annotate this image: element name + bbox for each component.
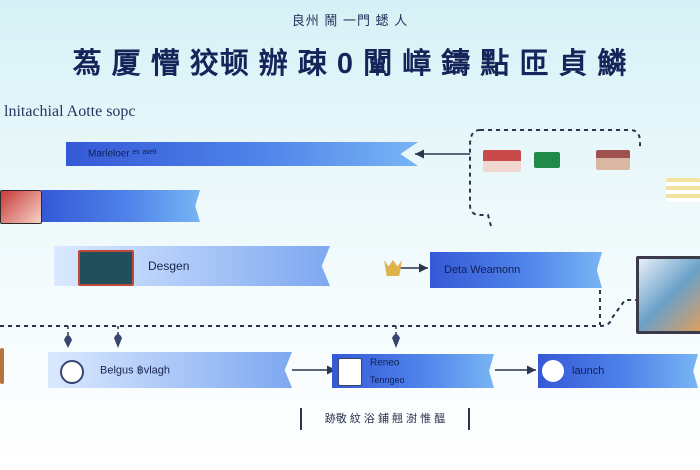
step-design[interactable]: Desgen bbox=[54, 246, 330, 286]
footer-caption: 跡敬 紋 浴 鋪 翹 澍 惟 醞 bbox=[300, 408, 470, 430]
building-icon bbox=[596, 150, 630, 170]
footer-caption-text: 跡敬 紋 浴 鋪 翹 澍 惟 醞 bbox=[324, 413, 446, 425]
step-deta[interactable]: Deta Weamonn bbox=[430, 252, 602, 288]
step-launch-label: launch bbox=[572, 365, 605, 377]
step-beleus[interactable]: Belgus ฿vlagh bbox=[48, 352, 292, 388]
pin-icon bbox=[64, 334, 400, 348]
page-title: 蒍 厦 懵 狡顿 辦 疎 0 闡 嶂 鑄 點 匝 貞 鱗 bbox=[72, 48, 628, 80]
connector-rail bbox=[0, 299, 640, 327]
step-review-title: Reneo bbox=[370, 357, 400, 369]
footer-bar-right bbox=[468, 408, 470, 430]
scroll-icon bbox=[0, 190, 42, 224]
shield-icon bbox=[60, 360, 84, 384]
globe-icon bbox=[542, 360, 564, 382]
step-launch[interactable]: launch bbox=[538, 354, 698, 388]
page-subtitle: lnitachial Aotte sopc bbox=[4, 103, 136, 120]
header-kicker: 良州 鬧 一門 蟋 人 bbox=[291, 13, 409, 28]
step-blank[interactable] bbox=[42, 190, 200, 222]
monitor-icon bbox=[636, 256, 700, 334]
edge-icon bbox=[0, 348, 4, 384]
connector-left-drop bbox=[469, 129, 493, 231]
step-design-label: Desgen bbox=[148, 259, 190, 273]
step-marketing-label: Marleloer ᵉˢ ᵃᵛᵉˡᵗ bbox=[88, 148, 157, 160]
flag-icon bbox=[483, 150, 521, 172]
scroll-icon bbox=[338, 358, 362, 386]
step-beleus-label: Belgus ฿vlagh bbox=[100, 364, 170, 377]
step-review-sub: Tenngeo bbox=[370, 375, 405, 385]
stack-icon bbox=[666, 178, 700, 202]
badge-icon bbox=[534, 152, 560, 168]
step-deta-label: Deta Weamonn bbox=[444, 264, 521, 276]
footer-bar-left bbox=[300, 408, 302, 430]
dashboard-icon bbox=[78, 250, 134, 286]
step-marketing[interactable]: Marleloer ᵉˢ ᵃᵛᵉˡᵗ bbox=[66, 142, 418, 166]
step-review[interactable]: Reneo Tenngeo bbox=[332, 354, 494, 388]
connector-top-loop bbox=[480, 129, 641, 150]
